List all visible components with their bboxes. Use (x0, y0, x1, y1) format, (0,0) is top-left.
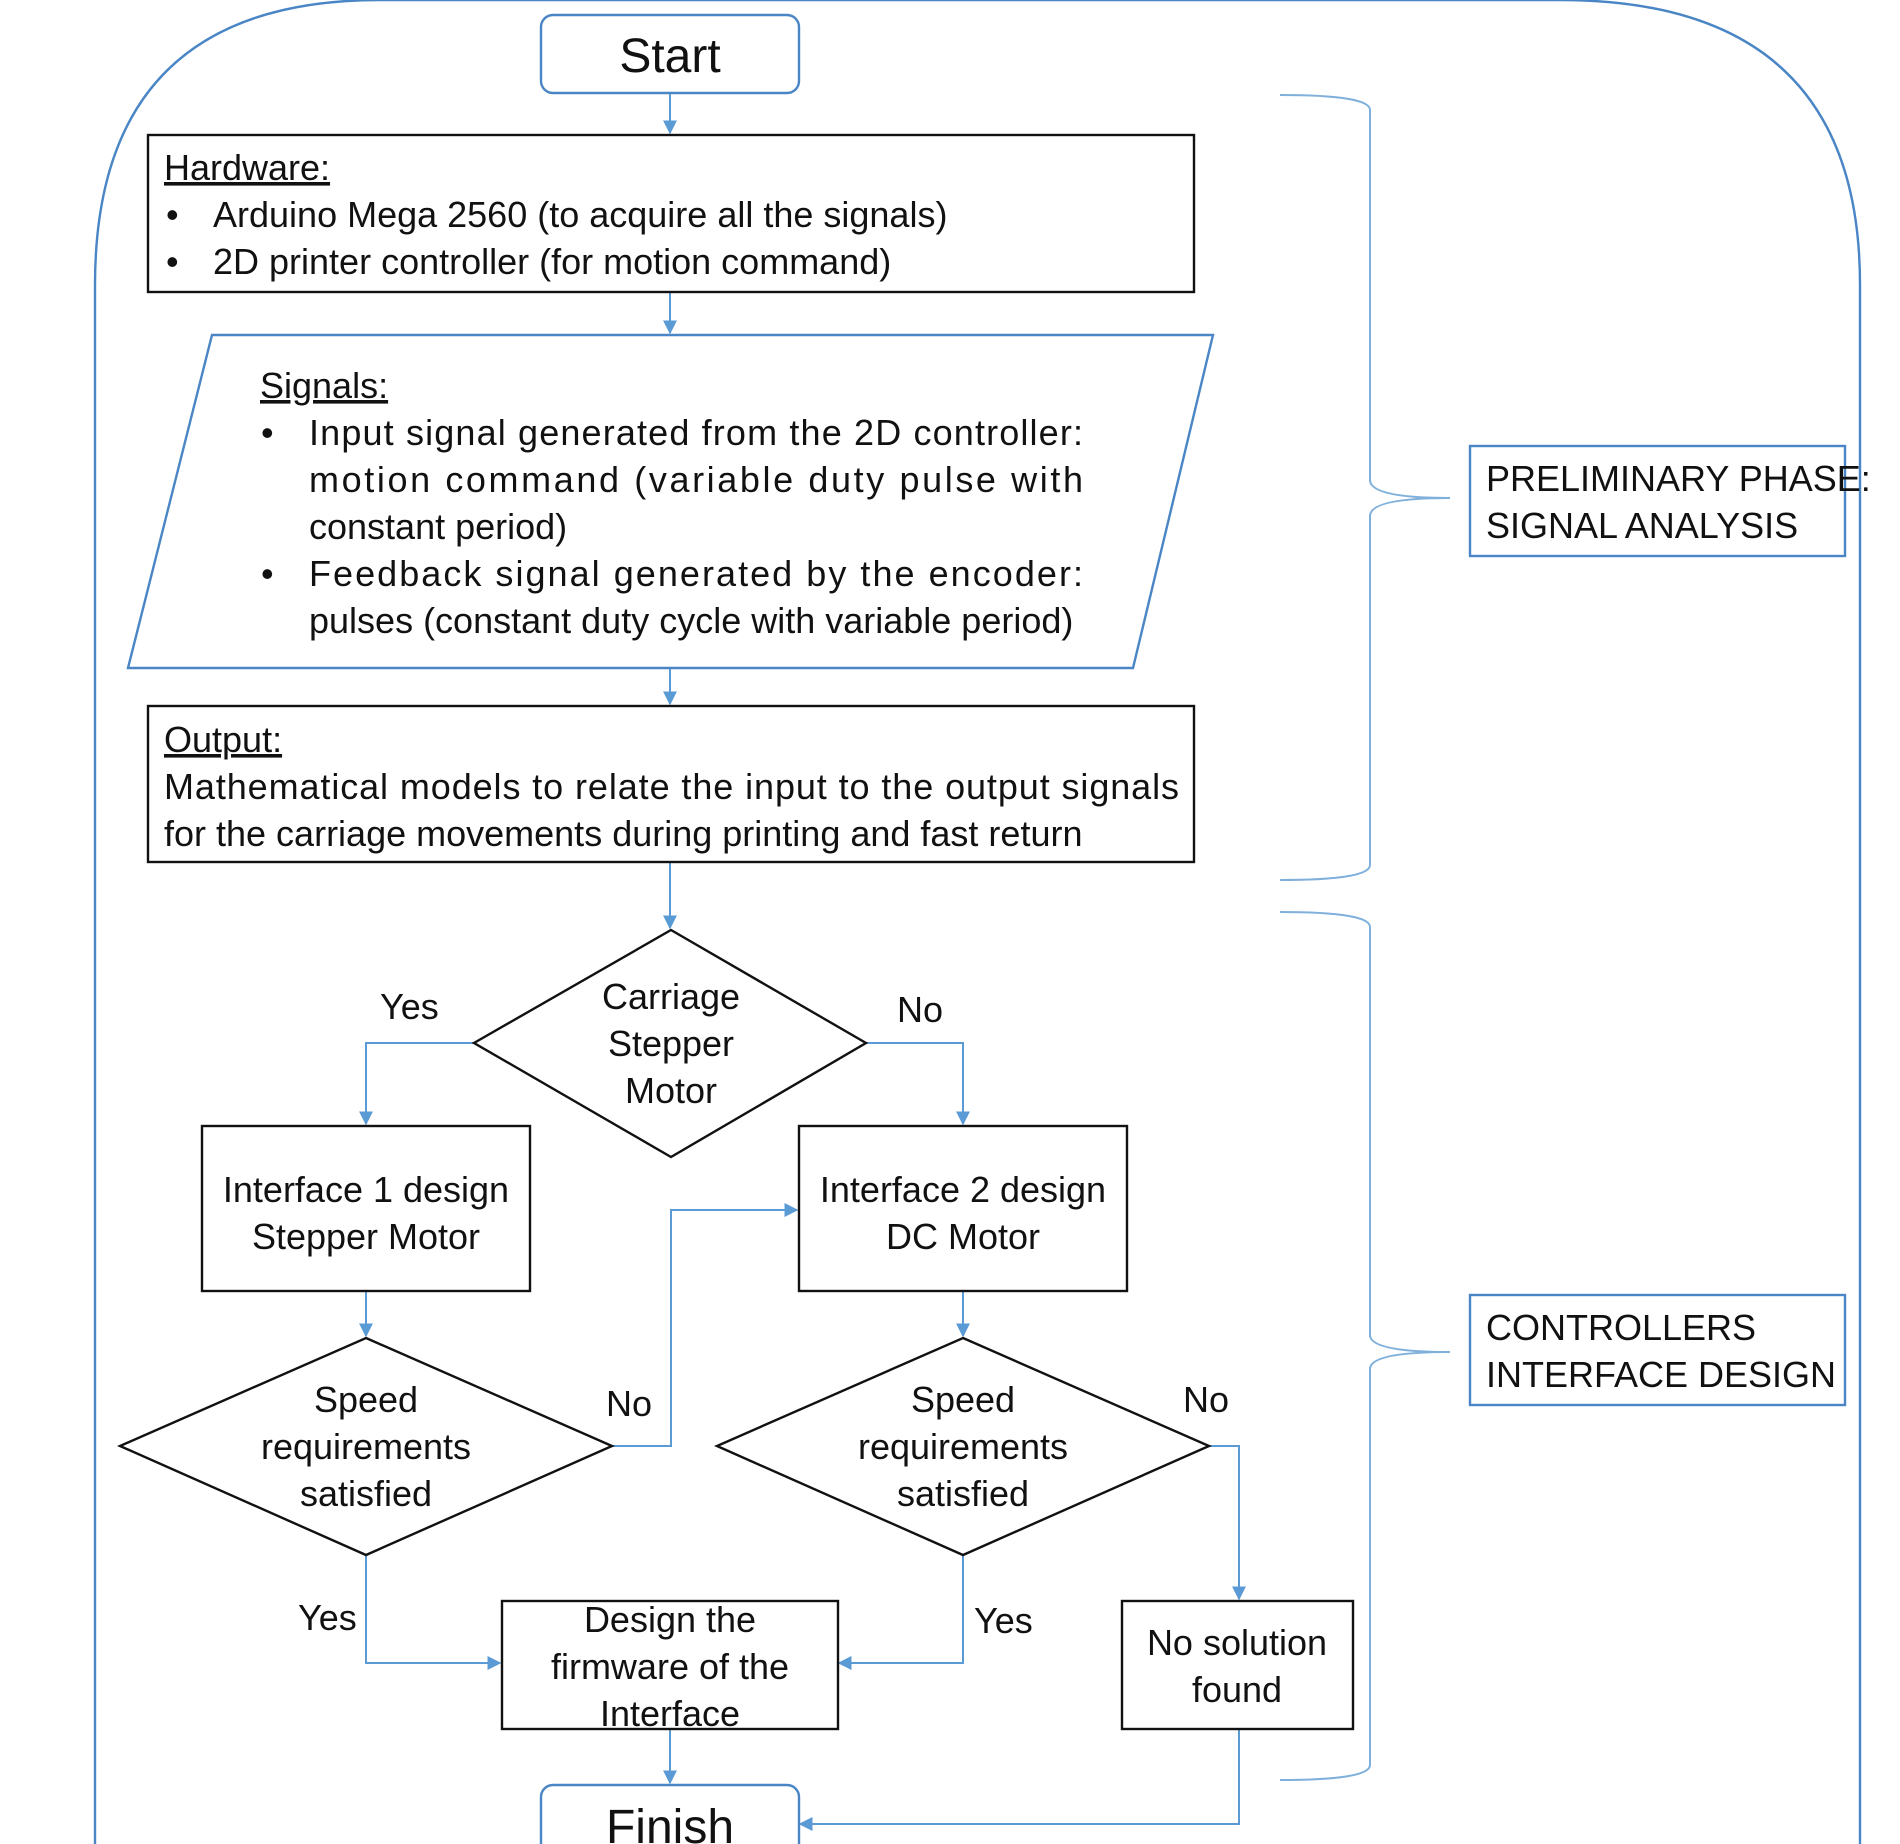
edge-carriage-no (866, 1042, 970, 1126)
output-heading: Output: (164, 719, 282, 760)
speed-left-line: requirements (261, 1426, 471, 1467)
decision-line: Motor (625, 1070, 717, 1111)
firmware-line: firmware of the (551, 1646, 789, 1687)
edge-speed-left-yes (365, 1555, 502, 1670)
output-line: for the carriage movements during printi… (164, 813, 1082, 854)
decision-line: Stepper (608, 1023, 734, 1064)
edge-label-carriage-yes: Yes (380, 986, 439, 1027)
edge-label-speed-right-yes: Yes (974, 1600, 1033, 1641)
firmware-line: Interface (600, 1693, 740, 1734)
signals-item-line: pulses (constant duty cycle with variabl… (309, 600, 1073, 641)
outer-frame (93, 0, 1862, 1844)
interface1-line: Stepper Motor (252, 1216, 480, 1257)
bullet: • (166, 241, 179, 282)
finish-label: Finish (606, 1801, 734, 1844)
preliminary-phase-line-2: SIGNAL ANALYSIS (1486, 505, 1798, 546)
edge-carriage-yes (359, 1042, 474, 1126)
speed-right-line: requirements (858, 1426, 1068, 1467)
start-terminal: Start (539, 13, 801, 95)
carriage-decision: Carriage Stepper Motor (471, 928, 869, 1159)
speed-left-decision: Speed requirements satisfied (117, 1336, 615, 1557)
firmware-box: Design the firmware of the Interface (500, 1599, 840, 1734)
interface2-box: Interface 2 design DC Motor (797, 1124, 1129, 1293)
no-solution-line: found (1192, 1669, 1282, 1710)
signals-heading: Signals: (260, 365, 388, 406)
controllers-phase-label: CONTROLLERS INTERFACE DESIGN (1468, 1293, 1847, 1407)
speed-left-line: Speed (314, 1379, 418, 1420)
signals-item-line: motion command (variable duty pulse with (309, 459, 1083, 500)
output-line: Mathematical models to relate the input … (164, 766, 1179, 807)
speed-right-line: satisfied (897, 1473, 1029, 1514)
controllers-phase-brace (1279, 911, 1451, 1781)
firmware-line: Design the (584, 1599, 756, 1640)
controllers-phase-line-2: INTERFACE DESIGN (1486, 1354, 1836, 1395)
bullet: • (261, 553, 274, 594)
hardware-item: 2D printer controller (for motion comman… (213, 241, 891, 282)
speed-left-line: satisfied (300, 1473, 432, 1514)
bullet: • (261, 412, 274, 453)
speed-right-decision: Speed requirements satisfied (714, 1336, 1212, 1557)
hardware-heading: Hardware: (164, 147, 330, 188)
edge-speed-right-yes (837, 1555, 964, 1670)
hardware-item: Arduino Mega 2560 (to acquire all the si… (213, 194, 947, 235)
signals-item-line: Input signal generated from the 2D contr… (309, 412, 1083, 453)
no-solution-box: No solution found (1120, 1599, 1355, 1731)
preliminary-phase-line-1: PRELIMINARY PHASE: (1486, 458, 1871, 499)
hardware-box: Hardware: • Arduino Mega 2560 (to acquir… (146, 133, 1196, 294)
edge-nosolution-finish (798, 1729, 1240, 1831)
signals-item-line: Feedback signal generated by the encoder… (309, 553, 1083, 594)
output-box: Output: Mathematical models to relate th… (146, 704, 1196, 864)
no-solution-line: No solution (1147, 1622, 1327, 1663)
speed-right-line: Speed (911, 1379, 1015, 1420)
interface1-box: Interface 1 design Stepper Motor (200, 1124, 532, 1293)
signals-box: Signals: • Input signal generated from t… (126, 333, 1215, 670)
edge-speed-right-no (1209, 1445, 1246, 1601)
bullet: • (166, 194, 179, 235)
edge-speed-left-no (612, 1203, 799, 1447)
edge-label-carriage-no: No (897, 989, 943, 1030)
controllers-phase-line-1: CONTROLLERS (1486, 1307, 1756, 1348)
start-label: Start (619, 30, 720, 83)
connectors (359, 93, 1246, 1831)
finish-terminal: Finish (539, 1783, 801, 1844)
decision-line: Carriage (602, 976, 740, 1017)
interface2-line: Interface 2 design (820, 1169, 1106, 1210)
interface2-line: DC Motor (886, 1216, 1040, 1257)
preliminary-phase-brace (1279, 94, 1451, 881)
edge-label-speed-left-no: No (606, 1383, 652, 1424)
preliminary-phase-label: PRELIMINARY PHASE: SIGNAL ANALYSIS (1468, 444, 1871, 558)
signals-item-line: constant period) (309, 506, 567, 547)
edge-label-speed-left-yes: Yes (298, 1597, 357, 1638)
edge-label-speed-right-no: No (1183, 1379, 1229, 1420)
interface1-line: Interface 1 design (223, 1169, 509, 1210)
